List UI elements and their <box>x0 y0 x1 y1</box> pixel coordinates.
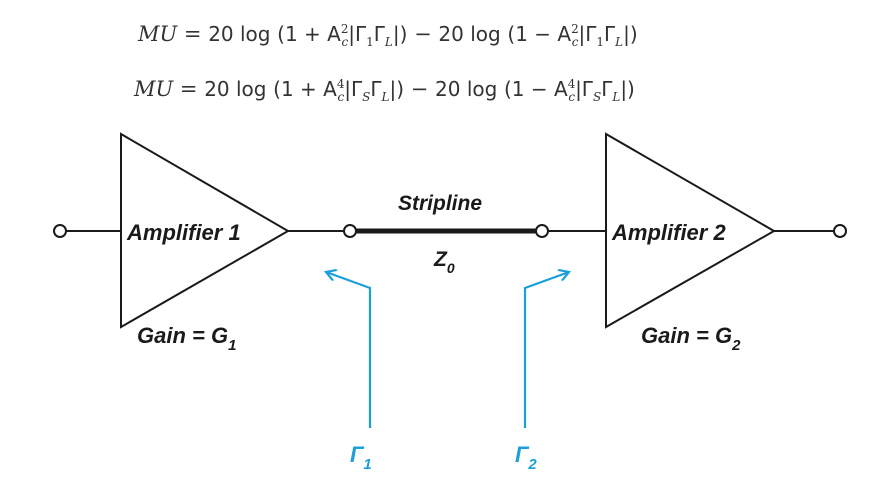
eq2-s2: L <box>381 90 390 105</box>
eq2-s4: L <box>612 90 621 105</box>
eq2-sup2: 4 <box>567 77 576 91</box>
eq1-lhs: MU <box>138 22 178 46</box>
eq1-g1: |Γ <box>348 22 367 46</box>
eq2-term1: 20 log <box>204 77 267 101</box>
eq1-s2: L <box>384 35 393 50</box>
eq2-equals: = <box>179 77 198 101</box>
eq2-g1: |Γ <box>344 77 363 101</box>
equation-2: MU = 20 log (1 + A4c|ΓSΓL|) − 20 log (1 … <box>134 77 877 104</box>
gain-2-sub: 2 <box>731 337 741 354</box>
eq2-sub2: c <box>568 90 576 105</box>
gamma-1-arrow <box>326 272 372 428</box>
gamma-1-symbol: Γ <box>350 442 365 467</box>
gamma-2-arrow <box>523 272 569 428</box>
gamma-1-sub: 1 <box>363 456 371 473</box>
eq1-g2: Γ <box>373 22 385 46</box>
gain-2-text: Gain = G <box>641 323 732 348</box>
eq1-sub1: c <box>341 35 349 50</box>
stripline-port-1 <box>343 224 357 238</box>
eq2-close1: |) <box>389 77 405 101</box>
gain-2-label: Gain = G2 <box>641 323 741 354</box>
eq2-s1: S <box>362 90 371 105</box>
impedance-symbol: Z <box>433 248 448 271</box>
equation-1: MU = 20 log (1 + A2c|Γ1ΓL|) − 20 log (1 … <box>138 22 877 49</box>
eq1-sub2: c <box>571 35 579 50</box>
eq2-a: (1 + A <box>273 77 337 101</box>
stripline-label: Stripline <box>398 192 482 215</box>
gain-1-sub: 1 <box>228 337 236 354</box>
eq1-sup2: 2 <box>571 22 579 36</box>
eq1-close1: |) <box>392 22 408 46</box>
stripline-port-2 <box>535 224 549 238</box>
amplifier-1-triangle <box>120 132 290 329</box>
eq1-equals: = <box>183 22 202 46</box>
amplifier-1-label: Amplifier 1 <box>126 220 241 245</box>
output-terminal <box>833 224 847 238</box>
eq2-lhs: MU <box>134 77 174 101</box>
input-terminal <box>53 224 67 238</box>
gain-1-label: Gain = G1 <box>137 323 236 354</box>
eq2-b: (1 − A <box>504 77 568 101</box>
eq2-sub1: c <box>337 90 345 105</box>
eq1-minus: − <box>414 22 432 46</box>
gamma-2-symbol: Γ <box>515 442 530 467</box>
eq2-term2: 20 log <box>435 77 498 101</box>
eq1-term2: 20 log <box>438 22 501 46</box>
eq1-s3: 1 <box>596 35 604 50</box>
eq2-g2: Γ <box>370 77 382 101</box>
eq1-term1: 20 log <box>208 22 271 46</box>
eq2-close2: |) <box>620 77 635 101</box>
eq1-sup1: 2 <box>340 22 349 36</box>
eq1-a: (1 + A <box>277 22 341 46</box>
eq1-g3: |Γ <box>578 22 597 46</box>
gain-1-text: Gain = G <box>137 323 228 348</box>
eq1-s1: 1 <box>366 35 374 50</box>
amplifier-2-triangle <box>605 132 777 329</box>
eq1-g4: Γ <box>604 22 616 46</box>
eq2-s3: S <box>592 90 602 105</box>
eq2-g3: |Γ <box>575 77 593 101</box>
amplifier-2-label: Amplifier 2 <box>611 220 726 245</box>
gamma-2-label: Γ2 <box>515 442 537 473</box>
eq1-b: (1 − A <box>507 22 572 46</box>
eq1-close2: |) <box>623 22 638 46</box>
eq1-s4: L <box>615 35 624 50</box>
eq2-g4: Γ <box>601 77 613 101</box>
impedance-label: Z0 <box>433 248 455 276</box>
gamma-2-sub: 2 <box>527 456 537 473</box>
gamma-1-label: Γ1 <box>350 442 372 473</box>
eq2-sup1: 4 <box>336 77 345 91</box>
eq2-minus: − <box>410 77 429 101</box>
impedance-sub: 0 <box>447 260 455 276</box>
